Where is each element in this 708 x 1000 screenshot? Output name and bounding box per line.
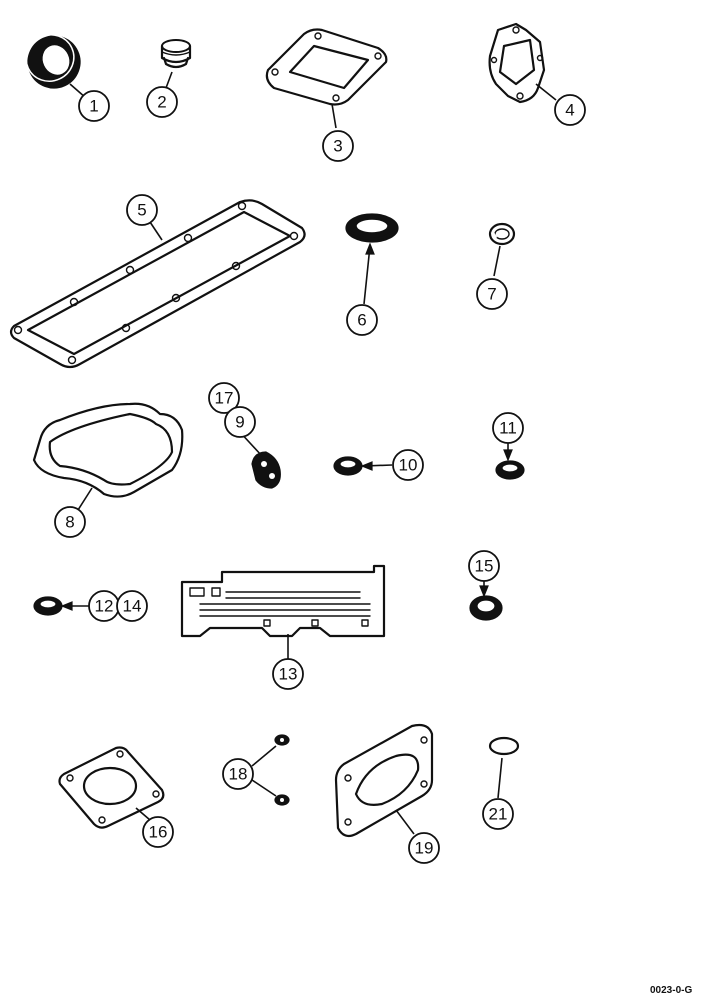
valve-cover-gasket-icon <box>9 199 306 369</box>
svg-text:16: 16 <box>149 823 168 842</box>
plug-icon <box>469 595 503 621</box>
snap-ring-icon <box>488 222 516 246</box>
svg-text:7: 7 <box>487 285 496 304</box>
callout-3: 3 <box>322 130 354 162</box>
rocker-cover-gasket-icon <box>32 402 184 498</box>
svg-text:13: 13 <box>279 665 298 684</box>
callout-5: 5 <box>126 194 158 226</box>
outlet-gasket-icon <box>488 22 546 104</box>
svg-text:8: 8 <box>65 513 74 532</box>
svg-text:21: 21 <box>489 805 508 824</box>
callout-16: 16 <box>142 816 174 848</box>
svg-text:5: 5 <box>137 201 146 220</box>
callout-18: 18 <box>222 758 254 790</box>
callout-11: 11 <box>492 412 524 444</box>
seal-ring-icon <box>33 596 63 616</box>
callout-10: 10 <box>392 449 424 481</box>
nuts-icon <box>274 734 290 806</box>
callout-21: 21 <box>482 798 514 830</box>
o-ring-icon <box>488 736 520 756</box>
seal-ring-icon <box>495 460 525 480</box>
callout-17: 17 <box>208 382 240 414</box>
svg-text:17: 17 <box>215 389 234 408</box>
svg-text:14: 14 <box>123 597 142 616</box>
svg-text:11: 11 <box>499 419 517 438</box>
svg-text:1: 1 <box>89 97 98 116</box>
callout-15: 15 <box>468 550 500 582</box>
rectangular-flange-gasket-icon <box>265 28 388 106</box>
callout-12: 12 <box>88 590 120 622</box>
figure-code: 0023-0-G <box>650 985 692 996</box>
callout-7: 7 <box>476 278 508 310</box>
seal-ring-icon <box>25 34 81 89</box>
square-flange-gasket-icon <box>58 746 165 829</box>
sleeve-icon <box>160 39 192 69</box>
oil-seal-icon <box>345 213 399 243</box>
svg-text:12: 12 <box>95 597 114 616</box>
callout-14: 14 <box>116 590 148 622</box>
callout-6: 6 <box>346 304 378 336</box>
gauge-card-icon <box>180 564 386 638</box>
callout-8: 8 <box>54 506 86 538</box>
svg-text:15: 15 <box>475 557 494 576</box>
svg-text:2: 2 <box>157 93 166 112</box>
callout-9: 9 <box>224 406 256 438</box>
svg-text:10: 10 <box>399 456 418 475</box>
svg-text:6: 6 <box>357 311 366 330</box>
exhaust-gasket-icon <box>334 723 434 838</box>
callout-2: 2 <box>146 86 178 118</box>
callout-4: 4 <box>554 94 586 126</box>
svg-text:19: 19 <box>415 839 434 858</box>
callout-13: 13 <box>272 658 304 690</box>
svg-text:9: 9 <box>235 413 244 432</box>
svg-text:18: 18 <box>229 765 248 784</box>
svg-text:4: 4 <box>565 101 574 120</box>
small-gasket-icon <box>251 451 281 489</box>
callout-19: 19 <box>408 832 440 864</box>
callout-1: 1 <box>78 90 110 122</box>
seal-ring-icon <box>333 456 363 476</box>
svg-text:3: 3 <box>333 137 342 156</box>
